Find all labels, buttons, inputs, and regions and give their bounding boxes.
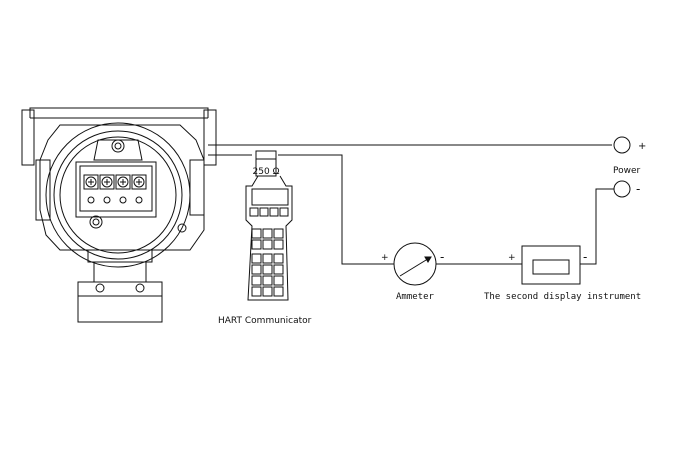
ammeter-minus-sign: - [440,250,444,264]
power-plus-sign: + [638,141,646,152]
ammeter-dial [393,242,437,286]
transmitter [21,107,217,323]
hart-communicator [245,159,293,301]
display-instrument [521,245,581,285]
display-plus-sign: + [508,253,516,263]
ammeter [393,242,437,286]
ammeter-label: Ammeter [396,292,435,302]
wires [208,144,614,265]
communicator-keypad [251,228,284,297]
display-minus-sign: - [583,250,587,264]
display-label: The second display instrument [484,292,641,302]
resistor-250-ohm [255,150,277,160]
resistor-label: 250 Ω [253,167,280,177]
ammeter-needle [399,256,432,277]
power-minus-sign: - [636,182,640,196]
communicator-screen [251,188,289,206]
power-positive-terminal [613,136,631,154]
power-label: Power [613,166,641,176]
power-terminals [613,136,631,198]
display-screen [532,259,570,275]
communicator-function-keys [249,207,289,217]
ammeter-plus-sign: + [381,253,389,263]
terminal-screws [83,174,147,204]
communicator-label: HART Communicator [218,316,312,326]
power-negative-terminal [613,180,631,198]
